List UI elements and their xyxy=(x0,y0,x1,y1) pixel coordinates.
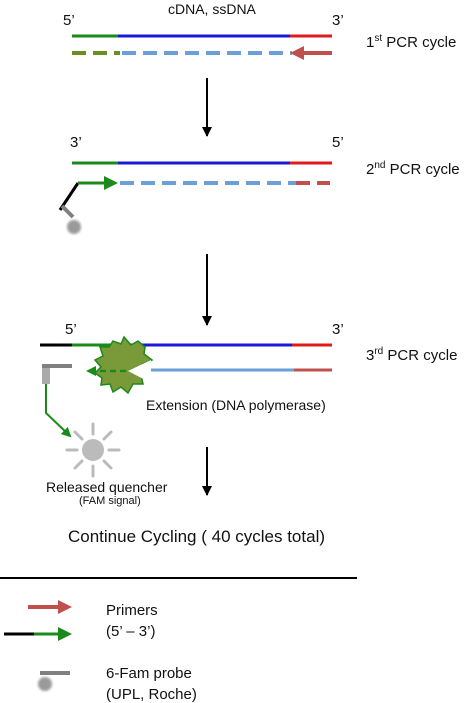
released-quencher-label: Released quencher xyxy=(46,479,168,495)
cycle1-num: 1 xyxy=(366,34,375,51)
cycle3-ordinal: rd xyxy=(374,346,384,357)
cycle2-num: 2 xyxy=(366,161,375,178)
cycle3-right-end: 3’ xyxy=(332,321,344,338)
cycle2-ordinal: nd xyxy=(374,160,386,171)
legend-probe-label: 6-Fam probe xyxy=(106,665,192,682)
cycle1-reverse-primer xyxy=(290,46,332,60)
cycle3-text: PCR cycle xyxy=(383,347,458,364)
cycle2-right-end: 5’ xyxy=(332,134,344,151)
cycle3-probe-fragment xyxy=(42,364,72,384)
extension-label: Extension (DNA polymerase) xyxy=(146,397,326,413)
legend-probe-source: (UPL, Roche) xyxy=(106,686,197,703)
fam-signal-label: (FAM signal) xyxy=(79,495,141,507)
cycle2-text: PCR cycle xyxy=(385,161,460,178)
cycle1-left-end: 5’ xyxy=(63,12,75,29)
cycle2-label: 2nd PCR cycle xyxy=(366,160,460,178)
cycle2-left-end: 3’ xyxy=(70,134,82,151)
polymerase-gap xyxy=(128,360,151,383)
cycle3-left-end: 5’ xyxy=(65,321,77,338)
cycle1-ordinal: st xyxy=(374,33,383,44)
continue-cycling-label: Continue Cycling ( 40 cycles total) xyxy=(68,527,326,546)
cycle1-right-end: 3’ xyxy=(332,12,344,29)
released-quencher-starburst xyxy=(65,422,121,478)
legend-primer-reverse xyxy=(28,600,72,614)
legend-primers-label: Primers xyxy=(106,602,158,619)
template-title: cDNA, ssDNA xyxy=(168,1,256,17)
cycle2-probe-primer xyxy=(58,176,118,234)
legend-primers-direction: (5’ – 3’) xyxy=(106,623,156,640)
legend-probe-icon xyxy=(38,671,70,691)
cycle3-num: 3 xyxy=(366,347,375,364)
cycle1-text: PCR cycle xyxy=(382,34,457,51)
cycle1-label: 1st PCR cycle xyxy=(366,33,457,51)
legend-primer-forward xyxy=(4,627,72,641)
cycle3-label: 3rd PCR cycle xyxy=(366,346,458,364)
release-arrow xyxy=(45,384,72,438)
